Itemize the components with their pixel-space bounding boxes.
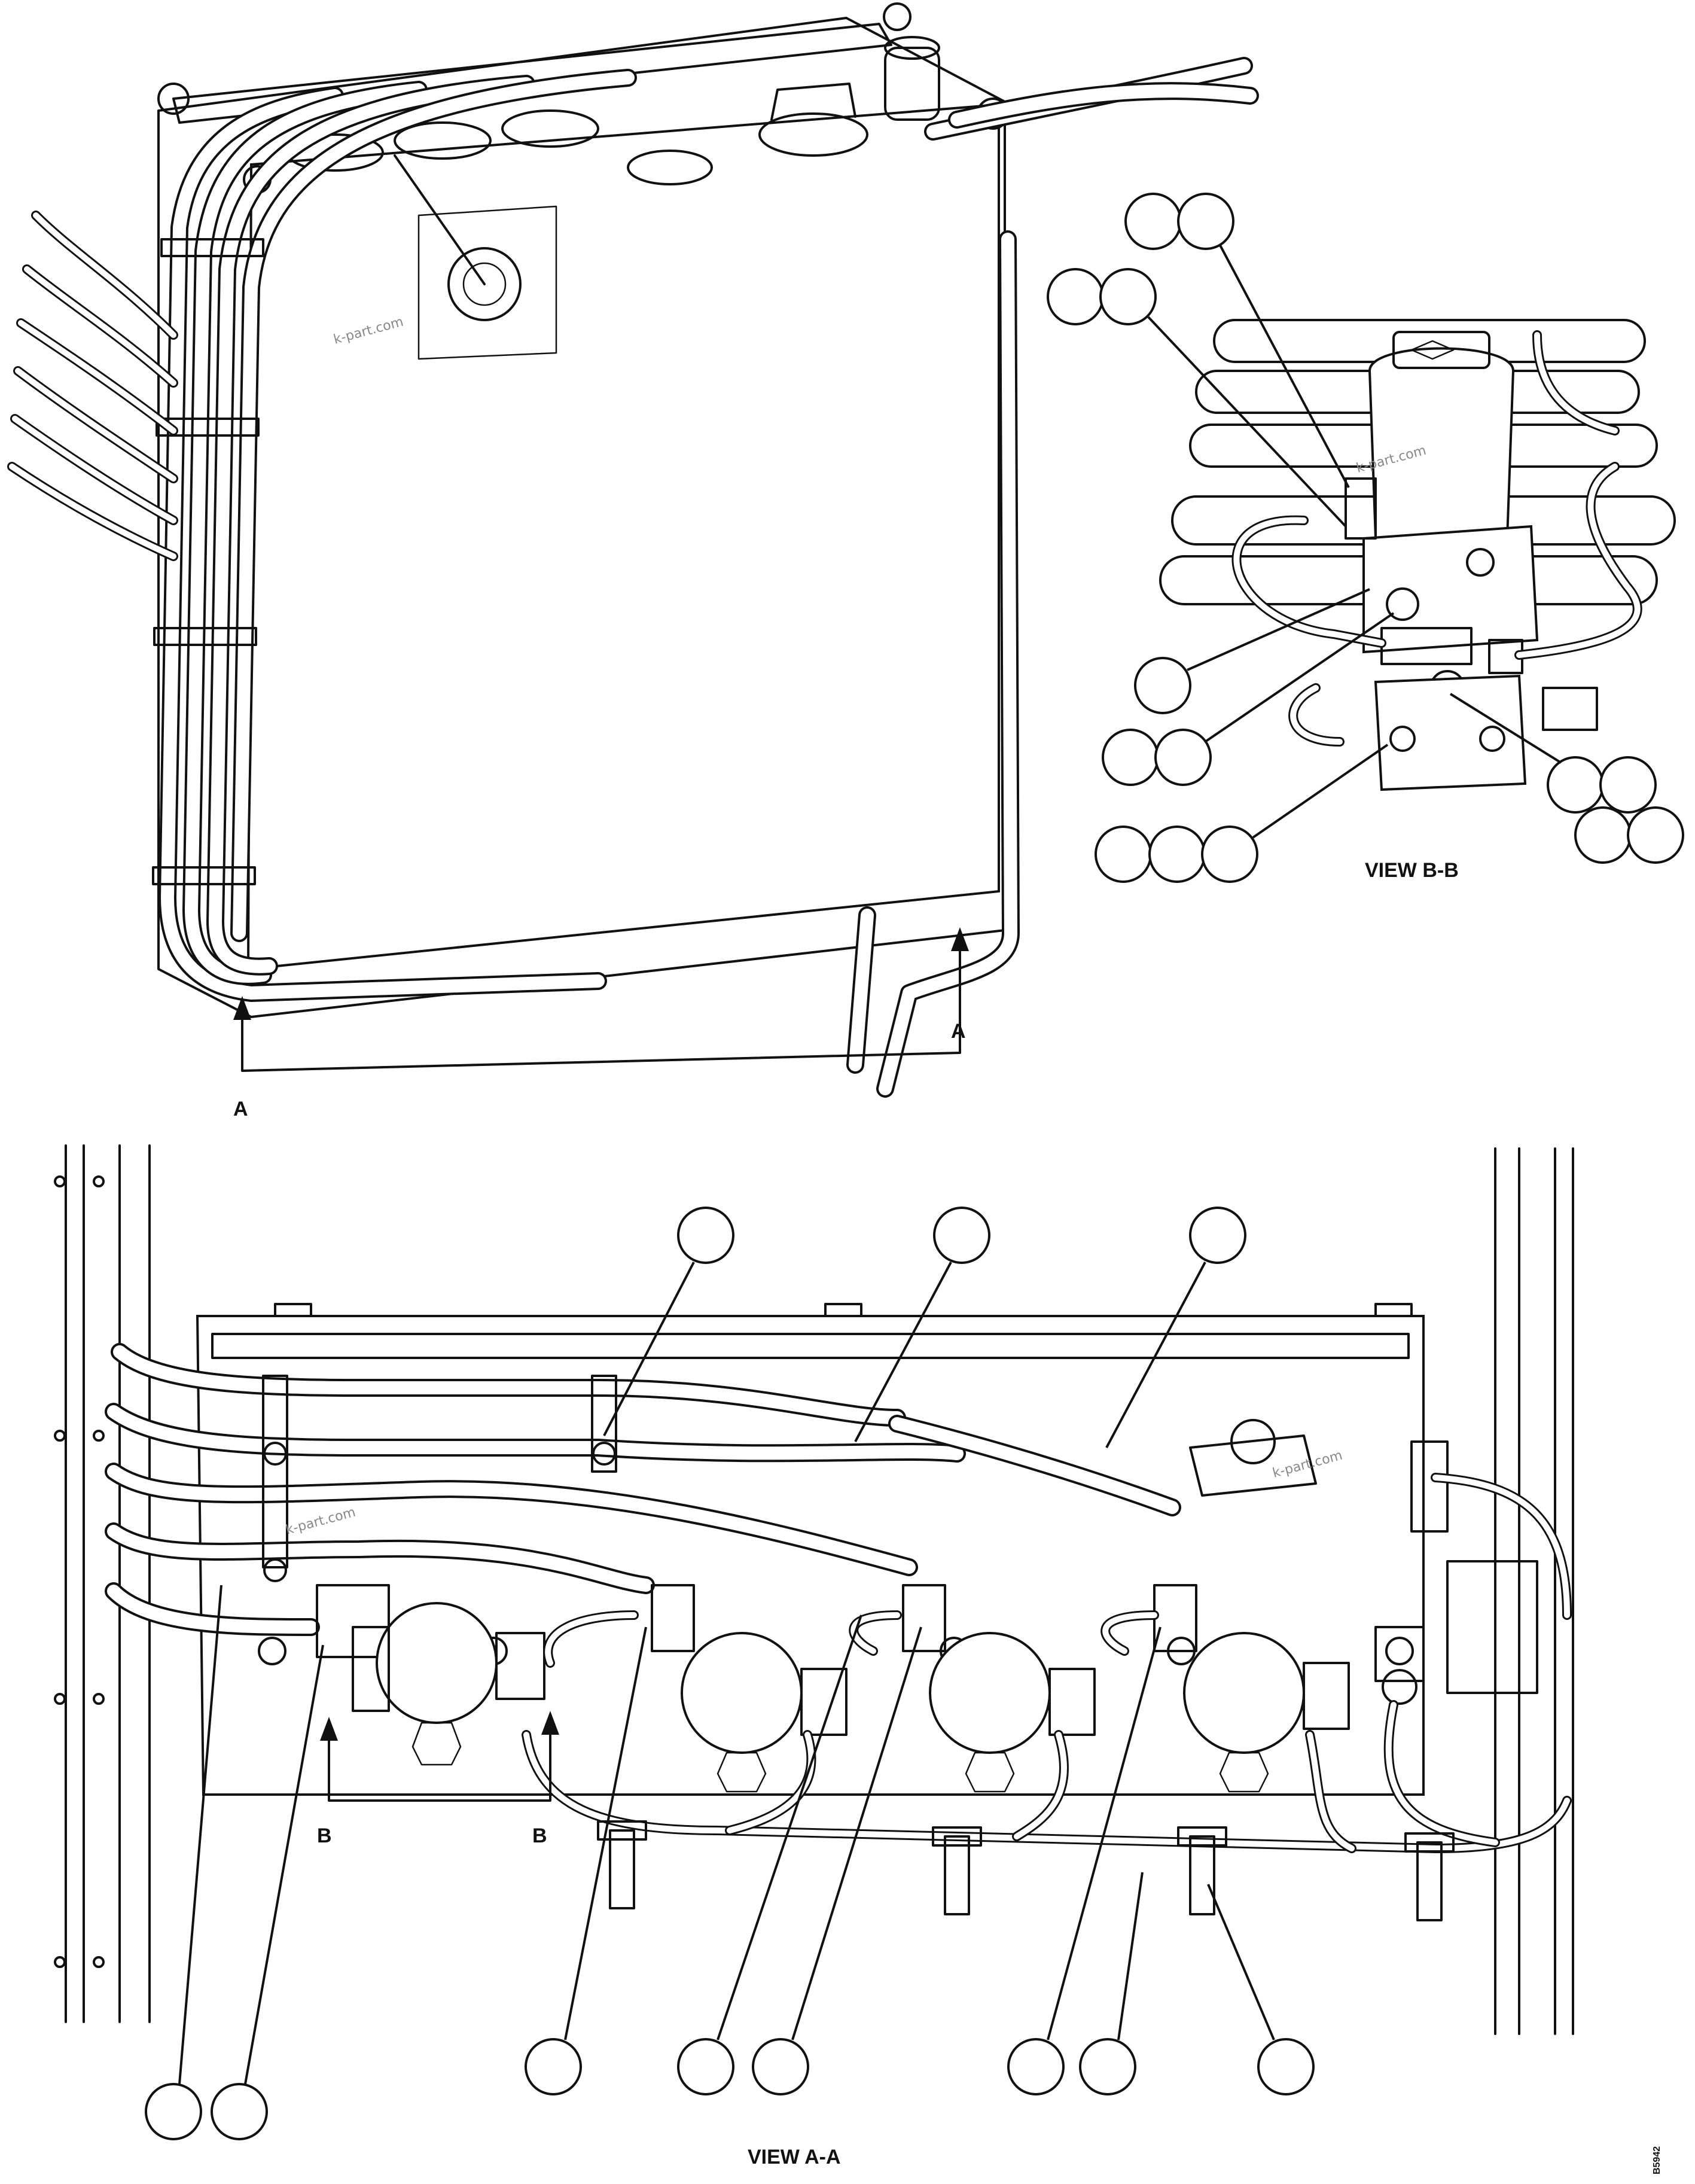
section-label-a-left: A [233,1098,248,1120]
aa-filter-units [316,1419,1538,1793]
callout-aa-3 [1189,1207,1246,1264]
callout-bb-12 [1599,756,1657,814]
callout-bb-10 [1201,826,1258,883]
callout-aa-10 [145,2083,202,2140]
callout-bb-2 [1177,193,1234,250]
aa-callouts [145,1207,1315,2140]
section-label-b-right: B [532,1824,547,1847]
view-aa-title: VIEW A-A [748,2146,841,2168]
front-panel [246,103,1000,971]
callout-aa-8 [1079,2038,1136,2095]
aa-filter-4 [1153,1434,1350,1793]
callout-aa-5 [677,2038,734,2095]
view-b-b: VIEW B-B k-part.com [1047,193,1684,883]
callout-aa-1 [677,1207,734,1264]
callout-bb-6 [1102,729,1159,786]
callout-aa-9 [1257,2038,1315,2095]
callout-aa-11 [211,2083,268,2140]
callout-bb-3 [1047,268,1104,325]
section-label-a-right: A [951,1020,966,1043]
callout-bb-1 [1124,193,1182,250]
isometric-filter-assembly: A A k-part.com [7,2,1259,1120]
callout-bb-5 [1134,657,1191,714]
callout-bb-8 [1095,826,1152,883]
bb-manifold-block [1362,525,1539,654]
callout-bb-11 [1547,756,1604,814]
callout-bb-7 [1154,729,1212,786]
section-arrow-a: A A [233,927,969,1120]
aa-right-valve [1230,1419,1538,1705]
callout-aa-6 [752,2038,809,2095]
callout-bb-9 [1148,826,1206,883]
bb-callouts [1047,193,1684,883]
callout-aa-4 [525,2038,582,2095]
section-label-b-left: B [317,1824,332,1847]
aa-mounting-plate [196,1315,1425,1796]
aa-filter-1 [316,1584,545,1766]
callout-bb-14 [1627,806,1684,864]
aa-standoffs [597,1820,1455,1921]
figure-code: B5942 [1652,2146,1662,2174]
aa-main-hoses [105,1343,1181,1636]
bb-filter-bowl [1368,347,1515,540]
section-arrow-b: B B [317,1711,559,1847]
filter-heads [286,36,940,185]
aa-filter-3 [902,1584,1096,1793]
view-bb-title: VIEW B-B [1365,859,1459,882]
callout-bb-13 [1574,806,1632,864]
cut-wires-left [7,211,178,561]
aa-filter-2 [651,1584,847,1793]
view-a-a: B B VIEW A-A [54,1144,1574,2168]
left-hose-bundle [158,69,637,1002]
callout-bb-4 [1099,268,1157,325]
callout-aa-2 [933,1207,990,1264]
aa-frame [54,1144,1574,2035]
aa-wire-harness [522,1473,1572,1853]
callout-aa-7 [1007,2038,1065,2095]
aa-top-studs [274,1303,1413,1317]
bundle-clamps [152,238,264,885]
